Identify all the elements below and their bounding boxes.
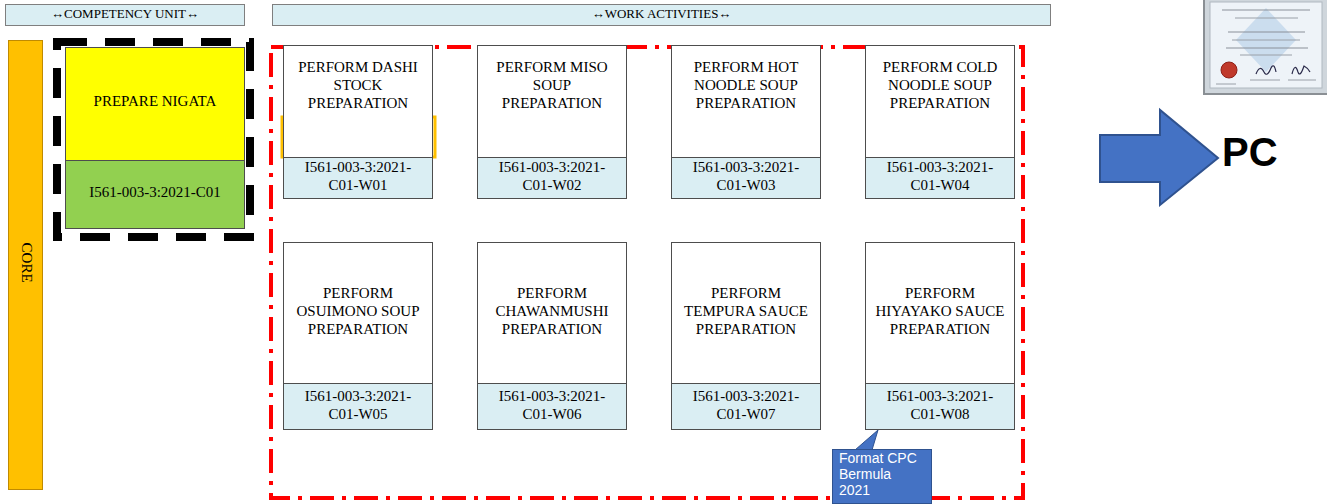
work-activity-box: PERFORM HIYAYAKO SAUCE PREPARATIONI561-0… [865, 242, 1015, 430]
category-band: CORE [8, 40, 43, 490]
certificate-frame [1204, 0, 1327, 94]
certificate-line [1222, 10, 1310, 11]
certificate-line [1240, 55, 1292, 56]
certificate-signature [1292, 66, 1310, 74]
callout-pointer [855, 430, 878, 450]
unit-code: I561-003-3:2021-C01-W02 [478, 157, 626, 198]
unit-code: I561-003-3:2021-C01-W07 [672, 383, 820, 429]
work-activity-box: PERFORM HOT NOODLE SOUP PREPARATIONI561-… [671, 45, 821, 199]
certificate-paper [1210, 2, 1322, 88]
certificate-line [1235, 18, 1298, 19]
certificate-line [1232, 40, 1300, 41]
activities-dashdot-frame [271, 47, 1023, 498]
certificate-line [1226, 48, 1308, 49]
unit-code: I561-003-3:2021-C01-W04 [866, 157, 1014, 198]
activity-title: PERFORM OSUIMONO SOUP PREPARATION [284, 243, 432, 383]
pc-label: PC [1222, 130, 1278, 175]
activity-title: PERFORM COLD NOODLE SOUP PREPARATION [866, 46, 1014, 157]
activity-title: PERFORM DASHI STOCK PREPARATION [284, 46, 432, 157]
work-activity-box: PERFORM COLD NOODLE SOUP PREPARATIONI561… [865, 45, 1015, 199]
activity-title: PERFORM HOT NOODLE SOUP PREPARATION [672, 46, 820, 157]
competency-unit-box: PREPARE NIGATAI561-003-3:2021-C01 [65, 47, 245, 229]
unit-code: I561-003-3:2021-C01-W05 [284, 383, 432, 429]
unit-dashed-frame [57, 42, 250, 237]
unit-code: I561-003-3:2021-C01-W01 [284, 157, 432, 198]
header-box: ↔WORK ACTIVITIES↔ [272, 4, 1051, 26]
activity-title: PREPARE NIGATA [66, 48, 244, 160]
certificate-signature [1256, 66, 1276, 75]
header-text: ↔COMPETENCY UNIT↔ [6, 5, 244, 25]
work-activity-box: PERFORM OSUIMONO SOUP PREPARATIONI561-00… [283, 242, 433, 430]
work-activity-box: PERFORM TEMPURA SAUCE PREPARATIONI561-00… [671, 242, 821, 430]
certificate-picture [1204, 0, 1327, 94]
header-text: ↔WORK ACTIVITIES↔ [273, 5, 1050, 25]
unit-code: I561-003-3:2021-C01-W03 [672, 157, 820, 198]
certificate-line [1228, 32, 1305, 33]
activity-title: PERFORM TEMPURA SAUCE PREPARATION [672, 243, 820, 383]
unit-code: I561-003-3:2021-C01 [66, 160, 244, 228]
work-activity-box: PERFORM MISO SOUP PREPARATIONI561-003-3:… [477, 45, 627, 199]
certificate-line [1250, 80, 1280, 81]
activity-title: PERFORM CHAWANMUSHI PREPARATION [478, 243, 626, 383]
activity-title: PERFORM HIYAYAKO SAUCE PREPARATION [866, 243, 1014, 383]
block-arrow [1100, 110, 1218, 205]
certificate-seal [1221, 62, 1237, 78]
certificate-line [1288, 80, 1316, 81]
work-activity-box: PERFORM CHAWANMUSHI PREPARATIONI561-003-… [477, 242, 627, 430]
unit-code: I561-003-3:2021-C01-W08 [866, 383, 1014, 429]
band-text: CORE [17, 243, 34, 283]
unit-code: I561-003-3:2021-C01-W06 [478, 383, 626, 429]
work-activity-box: PERFORM DASHI STOCK PREPARATIONI561-003-… [283, 45, 433, 199]
certificate-line [1216, 84, 1236, 85]
activity-title: PERFORM MISO SOUP PREPARATION [478, 46, 626, 157]
callout-box: Format CPC Bermula 2021 [832, 449, 932, 504]
callout-text: Format CPC Bermula 2021 [833, 450, 931, 503]
band-label: CORE [9, 41, 42, 489]
header-box: ↔COMPETENCY UNIT↔ [5, 4, 245, 26]
